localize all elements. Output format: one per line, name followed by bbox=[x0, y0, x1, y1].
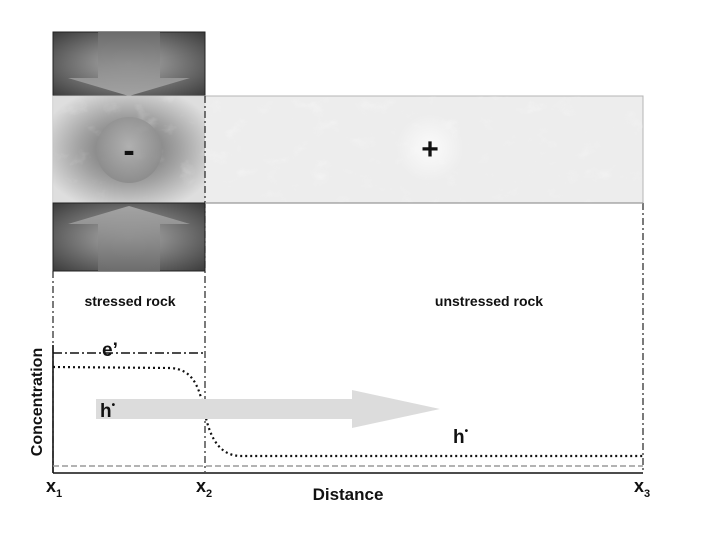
x2-tick-label: x2 bbox=[196, 476, 212, 500]
rock-bar bbox=[52, 95, 644, 204]
unstressed-rock-label: unstressed rock bbox=[435, 293, 543, 309]
x-axis-label: Distance bbox=[313, 485, 384, 504]
down-arrow-icon bbox=[68, 32, 190, 96]
h-hole-label-right: h• bbox=[453, 426, 469, 448]
plus-symbol: + bbox=[421, 133, 439, 166]
e-prime-label: e’ bbox=[102, 340, 118, 361]
plot-axes bbox=[52, 345, 643, 474]
stressed-rock-label: stressed rock bbox=[84, 293, 175, 309]
y-axis-label: Concentration bbox=[29, 348, 46, 456]
x3-tick-label: x3 bbox=[634, 476, 650, 500]
positive-charge-glow bbox=[396, 114, 464, 182]
upper-press-block bbox=[52, 31, 206, 97]
lower-press-block bbox=[52, 202, 206, 272]
h-hole-label-left: h• bbox=[100, 400, 116, 422]
x1-tick-label: x1 bbox=[46, 476, 62, 500]
up-arrow-icon bbox=[68, 206, 190, 271]
diffusion-arrow-icon bbox=[96, 390, 440, 428]
minus-symbol: - bbox=[123, 132, 134, 170]
negative-charge-disc bbox=[96, 117, 162, 183]
